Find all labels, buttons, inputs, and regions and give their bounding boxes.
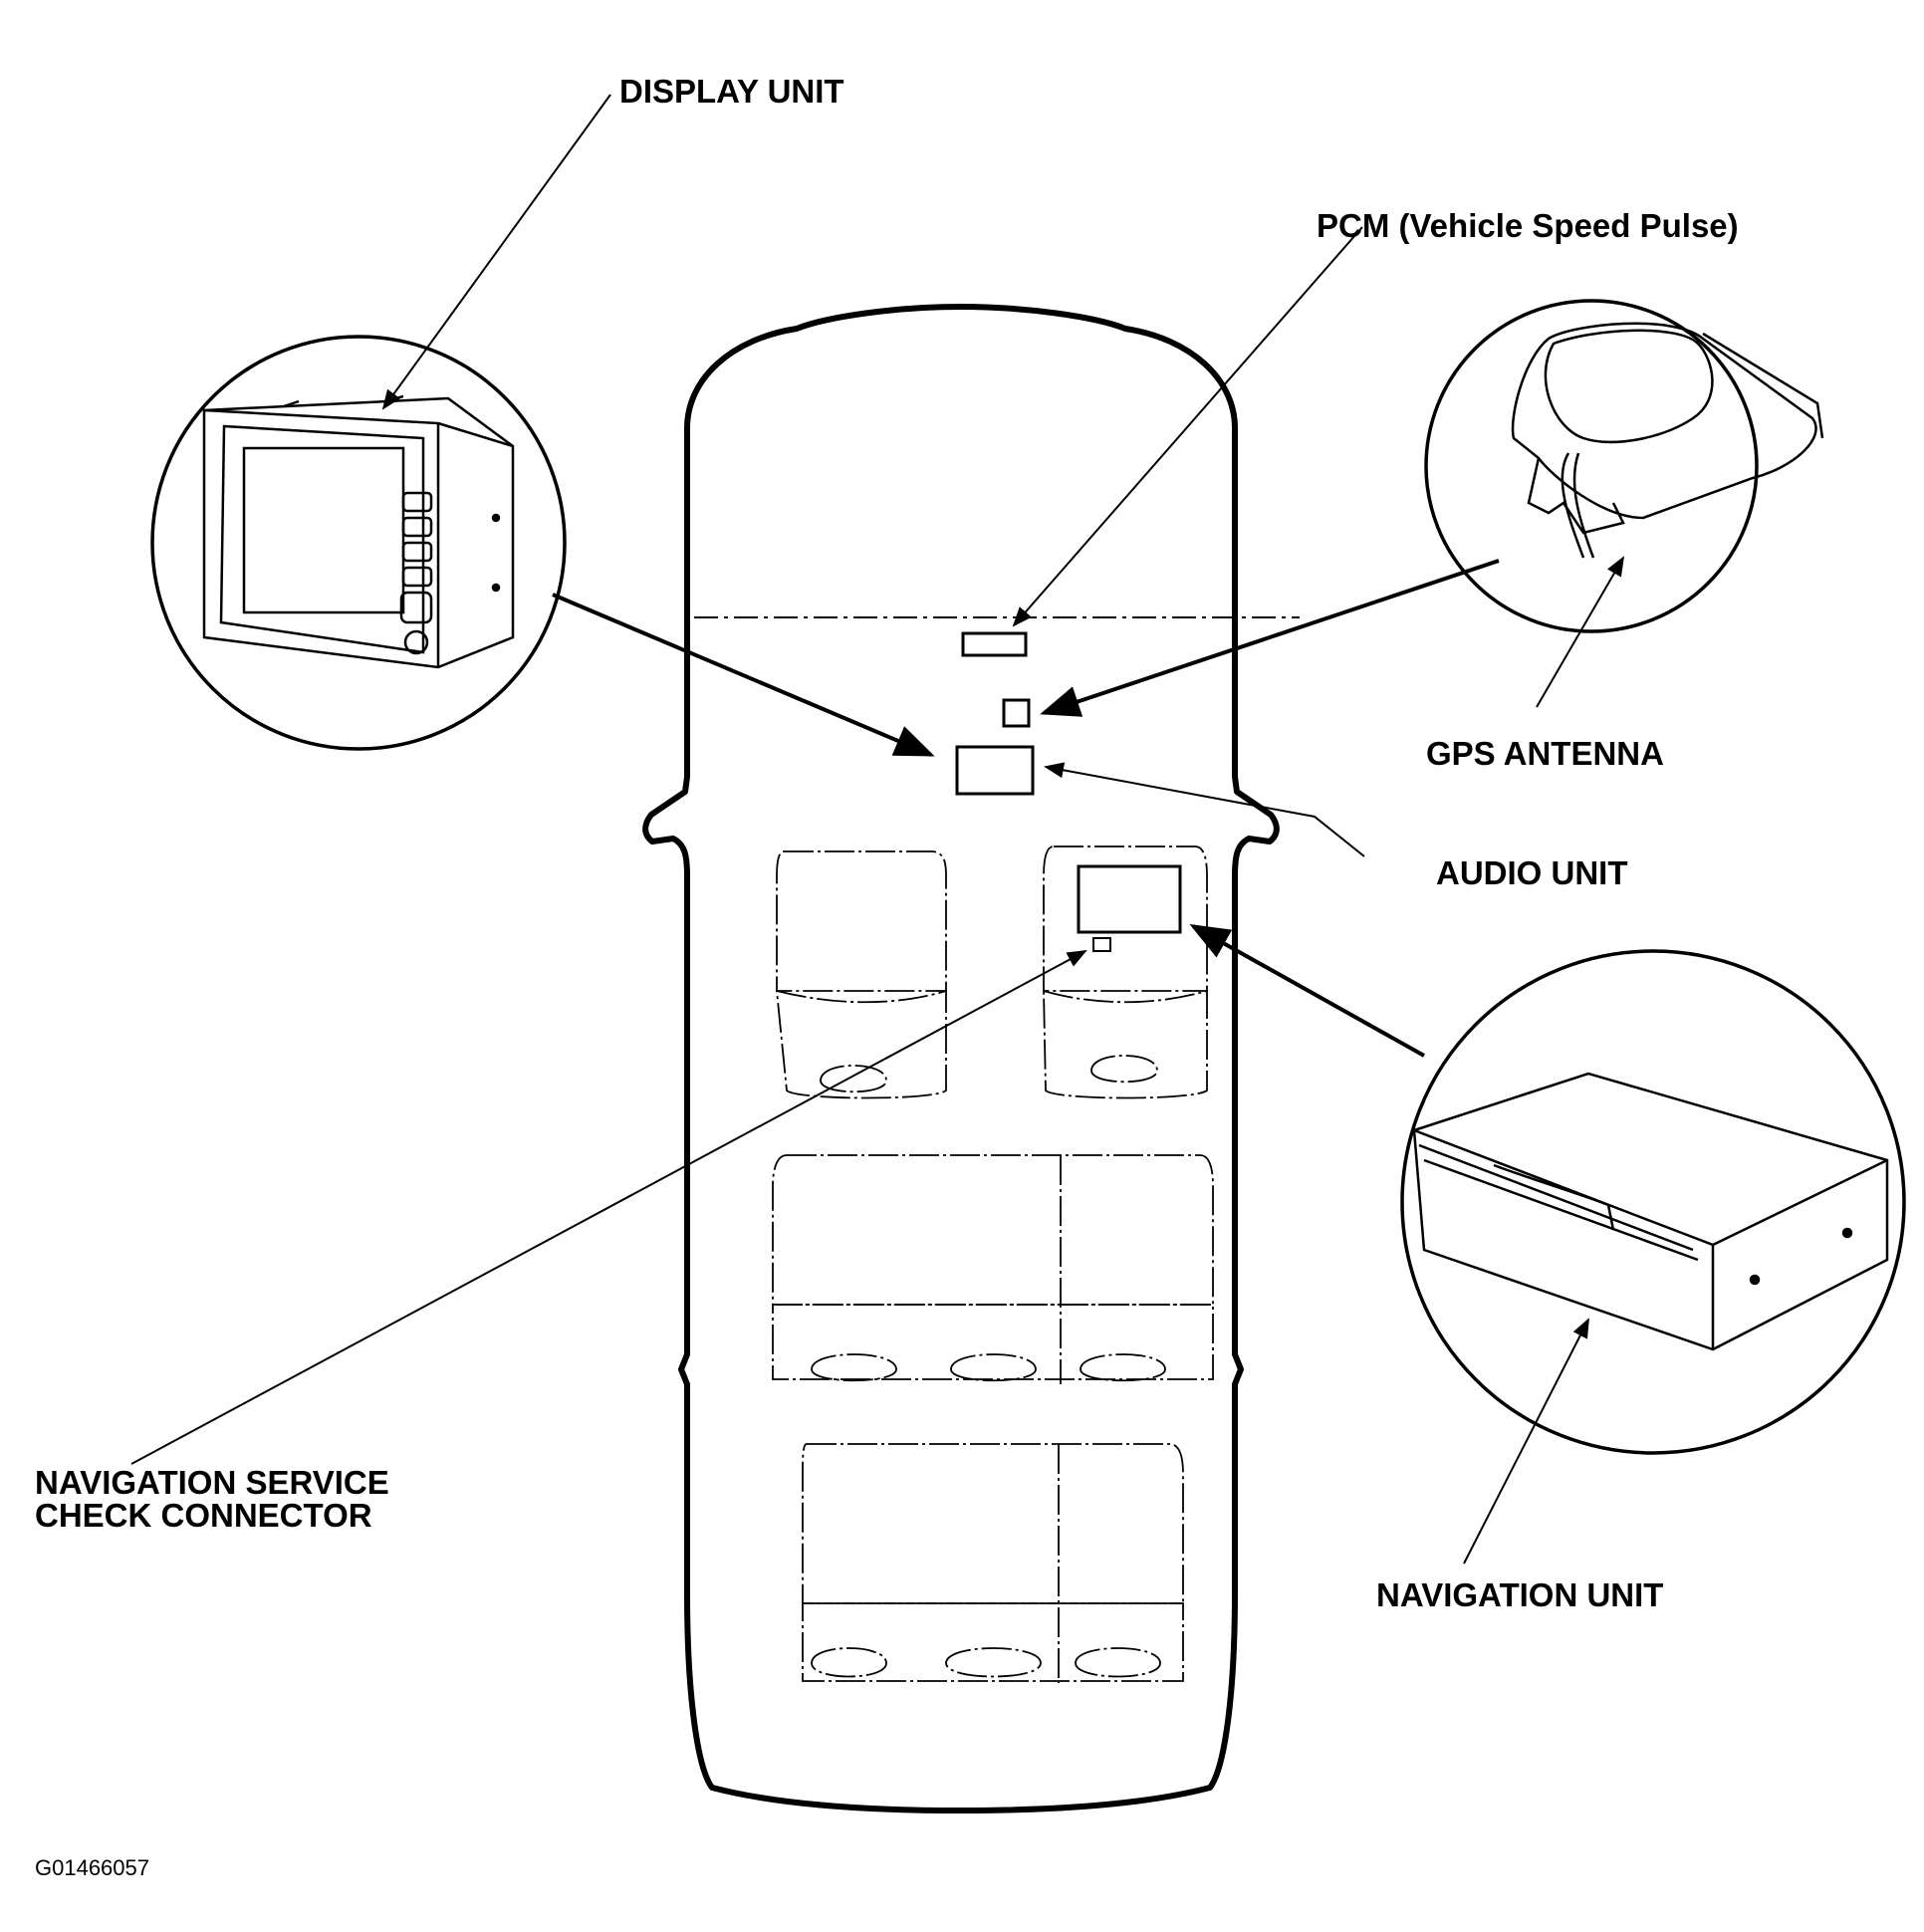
audio-unit-label: AUDIO UNIT	[1436, 854, 1628, 891]
audio-unit-box	[955, 745, 1035, 796]
nav-service-connector-label-line2: CHECK CONNECTOR	[35, 1497, 372, 1534]
figure-code: G01466057	[35, 1855, 149, 1880]
gps-antenna-callout	[1424, 299, 1824, 633]
front-left-seat	[775, 850, 947, 1099]
nav-service-connector-box	[1092, 937, 1111, 952]
display-unit-label: DISPLAY UNIT	[619, 73, 844, 110]
middle-bench-seat	[772, 1154, 1214, 1384]
navigation-screen-box	[1077, 864, 1182, 934]
front-right-seat	[1043, 845, 1208, 1099]
nav-service-connector-label-line1: NAVIGATION SERVICE	[35, 1464, 389, 1501]
rear-bench-seat	[802, 1443, 1184, 1683]
leader-lines	[130, 94, 1625, 1565]
pcm-label: PCM (Vehicle Speed Pulse)	[1317, 207, 1739, 244]
navigation-unit-label: NAVIGATION UNIT	[1376, 1576, 1664, 1613]
gps-antenna-box	[1002, 698, 1031, 728]
display-unit-callout	[150, 335, 567, 751]
navigation-unit-callout	[1400, 949, 1906, 1455]
gps-antenna-label: GPS ANTENNA	[1426, 735, 1664, 772]
vehicle-body-outline	[642, 304, 1280, 1813]
pcm-box	[961, 631, 1028, 657]
